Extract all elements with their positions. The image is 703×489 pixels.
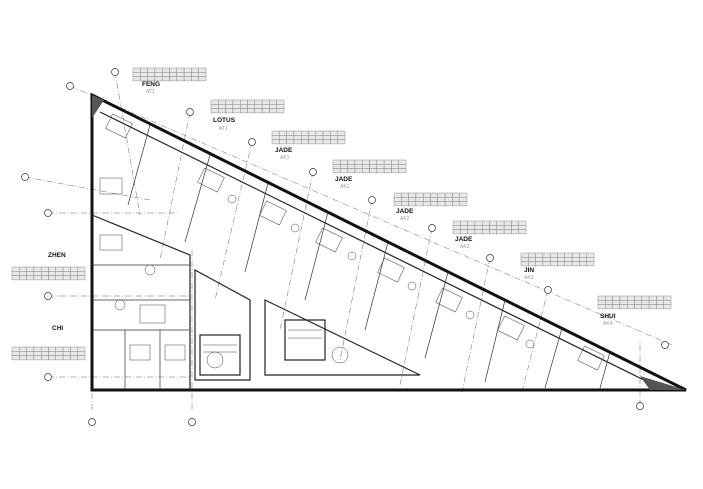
- unit-code-jade-2: AK1: [340, 184, 350, 190]
- room-schedule-tables: [11, 67, 672, 361]
- unit-label-lotus: LOTUS: [213, 117, 236, 124]
- unit-labels: FENG AT1 LOTUS AT1 JADE AK1 JADE AK1 JAD…: [48, 81, 616, 332]
- unit-code-jade-1: AK1: [280, 155, 290, 161]
- unit-label-feng: FENG: [142, 81, 160, 88]
- unit-code-shui: AK4: [603, 321, 613, 327]
- unit-label-jade-3: JADE: [396, 208, 414, 215]
- schedule-table: [597, 295, 672, 310]
- schedule-table: [520, 252, 595, 267]
- schedule-table: [452, 220, 527, 235]
- furniture-fixtures: [99, 113, 605, 371]
- unit-label-jade-1: JADE: [275, 147, 293, 154]
- unit-code-feng: AT1: [146, 89, 155, 95]
- schedule-table: [11, 266, 86, 281]
- unit-code-jade-4: AK2: [460, 244, 470, 250]
- schedule-table: [210, 99, 285, 114]
- building-outline: [90, 92, 687, 392]
- schedule-table: [393, 192, 468, 207]
- unit-label-jin: JIN: [524, 267, 534, 274]
- unit-code-lotus: AT1: [219, 126, 228, 132]
- schedule-table: [271, 130, 346, 145]
- unit-code-jade-3: AK2: [400, 216, 410, 222]
- unit-label-zhen: ZHEN: [48, 252, 66, 259]
- unit-label-jade-4: JADE: [455, 236, 473, 243]
- unit-label-jade-2: JADE: [335, 176, 353, 183]
- unit-code-jin: AK3: [524, 275, 534, 281]
- schedule-table: [11, 346, 86, 361]
- unit-label-chi: CHI: [52, 325, 63, 332]
- unit-partitions: [92, 124, 611, 390]
- schedule-table: [332, 159, 407, 174]
- unit-label-shui: SHUI: [600, 313, 616, 320]
- grid-bubbles: [21, 68, 669, 426]
- schedule-table: [132, 67, 207, 82]
